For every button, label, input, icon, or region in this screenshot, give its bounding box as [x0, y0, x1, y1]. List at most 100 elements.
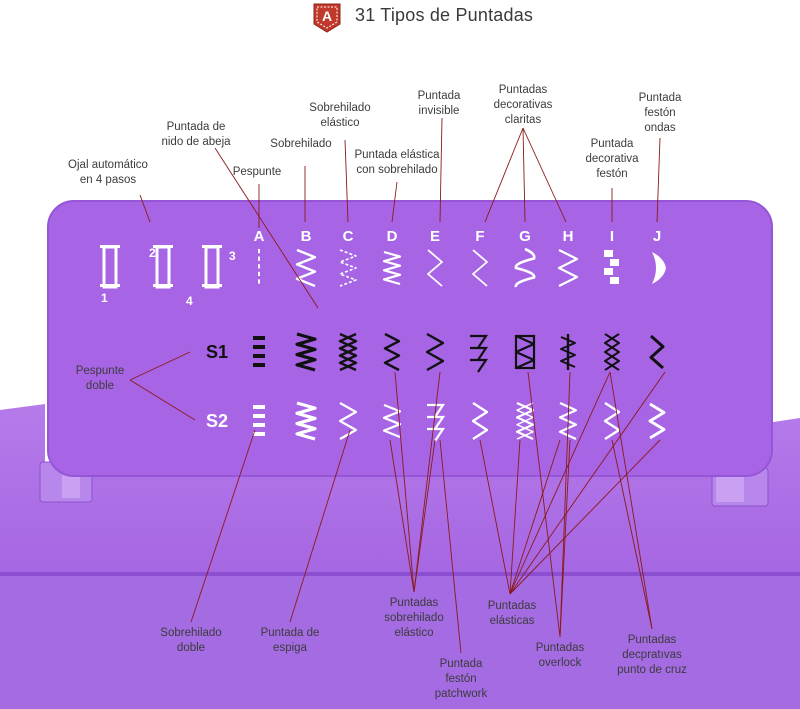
column-letter-J: J	[653, 228, 661, 245]
leader-line	[609, 371, 653, 630]
label-decorativa-feston: Puntada decorativa festón	[585, 137, 638, 182]
label-line: Puntada de	[166, 121, 226, 133]
header: A 31 Tipos de Puntadas	[0, 0, 800, 34]
label-line: decpratıvas	[622, 649, 682, 661]
leader-line	[413, 439, 436, 593]
label-line: Puntadas	[498, 84, 548, 96]
machine-bed	[0, 575, 800, 709]
label-line: Puntada	[638, 92, 682, 104]
leader-line	[413, 371, 441, 593]
leader-line	[527, 371, 561, 638]
column-letter-B: B	[301, 228, 312, 245]
label-line: Puntada	[439, 658, 483, 670]
leader-line	[139, 194, 151, 223]
label-line: doble	[85, 380, 115, 392]
label-ojal: Ojal automático en 4 pasos	[68, 158, 148, 188]
label-pespunte: Pespunte	[233, 165, 282, 180]
label-line: Puntada	[590, 138, 634, 150]
label-line: Sobrehilado	[160, 627, 222, 639]
label-line: Puntada	[417, 90, 461, 102]
label-pespunte-doble: Pespunte doble	[76, 364, 125, 394]
label-line: Ojal automático	[68, 159, 148, 171]
row-label-S1: S1	[206, 342, 228, 362]
stitch-panel	[47, 200, 773, 477]
leader-line	[509, 439, 661, 595]
label-line: Puntadas	[487, 600, 537, 612]
label-line: Sobrehilado	[270, 138, 332, 150]
leader-line	[394, 371, 415, 593]
label-line: Sobrehilado	[309, 102, 371, 114]
label-line: Puntadas	[389, 597, 439, 609]
label-sobrehilado-doble: Sobrehilado doble	[160, 626, 221, 656]
label-line: festón	[596, 168, 628, 180]
leader-line	[559, 371, 571, 638]
leader-line	[509, 371, 666, 595]
column-letter-C: C	[343, 228, 354, 245]
buttonhole-step-2: 2	[149, 246, 156, 260]
label-line: Puntadas	[535, 642, 585, 654]
label-line: festón	[445, 673, 477, 685]
label-feston-patchwork: Puntada festón patchwork	[435, 657, 487, 702]
label-feston-ondas: Puntada festón ondas	[639, 91, 682, 136]
label-line: ondas	[644, 122, 676, 134]
label-elastica-sobrehilado: Puntada elástica con sobrehilado	[354, 148, 439, 178]
column-letter-A: A	[254, 228, 265, 245]
label-line: elástico	[394, 627, 434, 639]
leader-line	[656, 137, 661, 223]
column-letter-I: I	[610, 228, 614, 245]
leader-line	[214, 147, 319, 309]
label-line: en 4 pasos	[79, 174, 137, 186]
label-line: invisible	[418, 105, 460, 117]
leader-line	[509, 371, 611, 595]
leader-line	[190, 429, 256, 623]
leader-line	[509, 439, 561, 595]
label-line: doble	[176, 642, 206, 654]
buttonhole-step-1: 1	[101, 291, 108, 305]
leader-line	[439, 117, 443, 223]
leader-line	[129, 379, 196, 421]
label-line: decorativa	[585, 153, 639, 165]
logo-letter: A	[322, 8, 332, 24]
label-line: overlock	[538, 657, 582, 669]
label-line: Puntada elástica	[354, 149, 440, 161]
leader-line	[522, 127, 567, 223]
column-letter-E: E	[430, 228, 440, 245]
label-line: Pespunte	[75, 365, 125, 377]
label-sobrehilado: Sobrehilado	[270, 137, 331, 152]
label-overlock: Puntadas overlock	[536, 641, 585, 671]
buttonhole-step-4: 4	[186, 294, 193, 308]
column-letter-D: D	[387, 228, 398, 245]
label-line: patchwork	[434, 688, 488, 700]
leader-line	[484, 127, 524, 223]
leader-line	[439, 439, 462, 654]
leader-line	[479, 439, 511, 595]
column-letter-G: G	[519, 228, 531, 245]
brand-logo-icon: A	[313, 3, 341, 33]
label-line: punto de cruz	[617, 664, 687, 676]
leader-line	[509, 439, 521, 595]
buttonhole-step-3: 3	[229, 249, 236, 263]
label-line: decorativas	[493, 99, 553, 111]
row-label-S2: S2	[206, 411, 228, 431]
label-line: con sobrehilado	[356, 164, 438, 176]
label-line: elástico	[320, 117, 360, 129]
column-letter-H: H	[563, 228, 574, 245]
label-sobrehilado-elastico: Sobrehilado elástico	[309, 101, 370, 131]
label-line: Pespunte	[232, 166, 282, 178]
leader-line	[389, 439, 415, 593]
leader-line	[344, 139, 349, 223]
label-line: espiga	[273, 642, 307, 654]
label-line: festón	[644, 107, 676, 119]
label-invisible: Puntada invisible	[418, 89, 461, 119]
label-line: sobrehilado	[384, 612, 444, 624]
leader-line	[129, 351, 191, 381]
page-title: 31 Tipos de Puntadas	[355, 5, 534, 25]
leader-line	[289, 429, 351, 623]
